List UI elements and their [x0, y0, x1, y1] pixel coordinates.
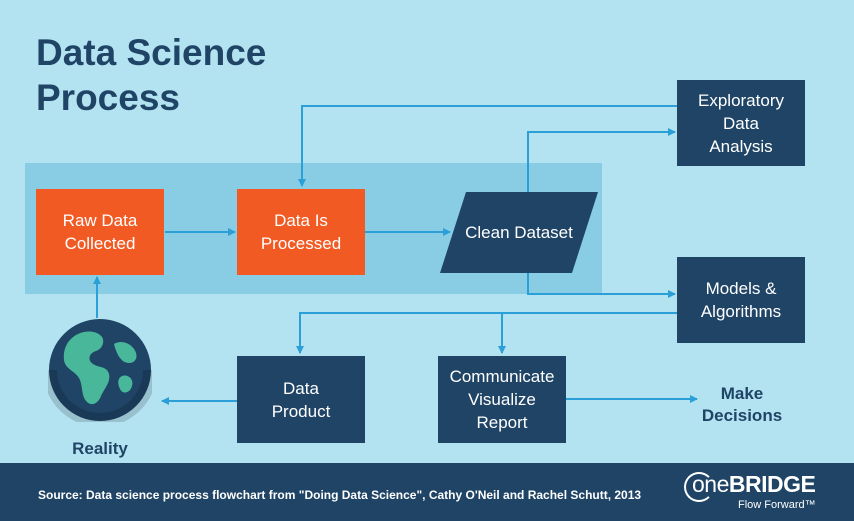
- arrow-clean-to-eda: [527, 128, 676, 192]
- make-decisions-label: Make Decisions: [701, 384, 783, 425]
- arrow-models-to-product: [296, 312, 677, 354]
- title-line-1: Data Science: [36, 32, 267, 73]
- logo-tagline: Flow Forward™: [738, 499, 816, 511]
- data-product-box: Data Product: [237, 356, 365, 443]
- reality-label: Reality: [72, 439, 128, 458]
- globe-icon: [48, 319, 152, 422]
- logo-name-bridge: BRIDGE: [728, 471, 816, 497]
- logo-wordmark: oneBRIDGE: [692, 471, 816, 498]
- title-line-2: Process: [36, 77, 180, 118]
- data-processed-box: Data Is Processed: [237, 189, 365, 275]
- clean-dataset-label: Clean Dataset: [465, 223, 573, 242]
- logo-icon: [684, 472, 714, 502]
- models-algorithms-box: Models & Algorithms: [677, 257, 805, 343]
- logo-name-one: one: [692, 471, 729, 497]
- page-title: Data Science Process: [36, 30, 266, 120]
- arrow-clean-to-models: [527, 273, 676, 298]
- parallelogram-shape: [440, 192, 598, 273]
- raw-data-box: Raw Data Collected: [36, 189, 164, 275]
- source-citation: Source: Data science process flowchart f…: [38, 488, 642, 502]
- clean-dataset-shape: Clean Dataset: [440, 192, 598, 273]
- exploratory-analysis-box: Exploratory Data Analysis: [677, 80, 805, 166]
- onebridge-logo: oneBRIDGE Flow Forward™: [684, 470, 834, 516]
- arrow-eda-to-processed: [298, 105, 677, 187]
- communicate-box: Communicate Visualize Report: [438, 356, 566, 443]
